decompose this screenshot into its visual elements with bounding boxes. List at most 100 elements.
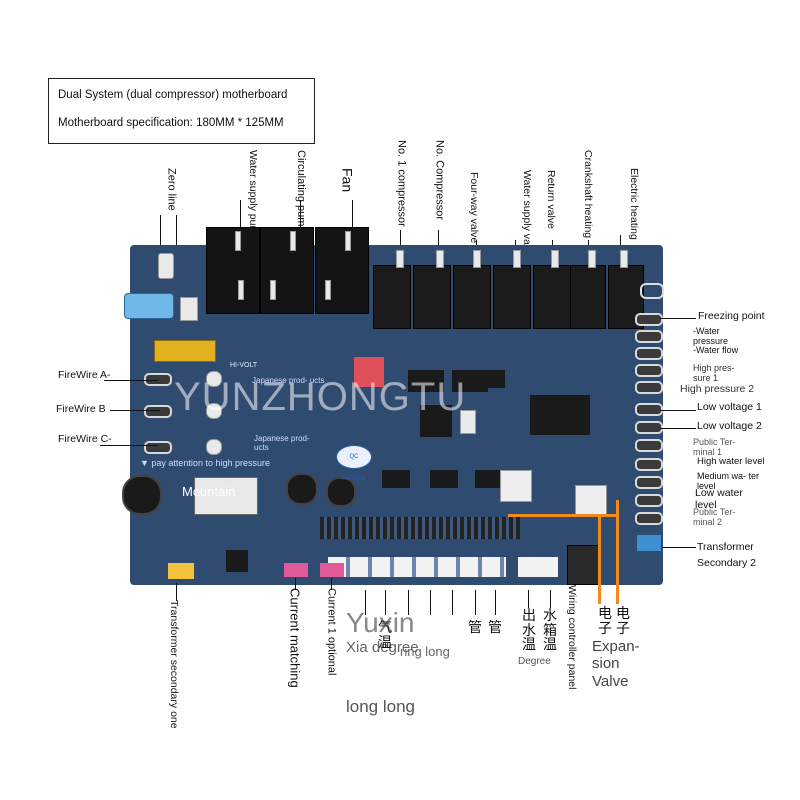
japanese-products-1: Japanese prod- ucts: [252, 376, 325, 385]
terminal-medium-water-level: [635, 476, 663, 489]
connector-white: [500, 470, 532, 502]
connector-white: [518, 557, 558, 577]
spade-terminal: [396, 250, 404, 268]
connector: [460, 410, 476, 434]
relay-compressor-1: [373, 265, 411, 329]
ic-chip: [382, 470, 410, 488]
pointer-line: [100, 445, 158, 446]
terminal-low-voltage-1: [635, 403, 663, 416]
label-crankshaft-heating: Crankshaft heating: [582, 150, 595, 239]
pointer-line: [160, 215, 161, 260]
pointer-line: [300, 200, 301, 250]
component: [206, 371, 222, 387]
terminal-public-1: [635, 439, 663, 452]
label-circulating-pump: Circulating pump: [295, 150, 307, 233]
pointer-line: [528, 590, 529, 608]
label-water-supply-valve: Water supply valve: [521, 170, 533, 259]
label-low-voltage-2: Low voltage 2: [697, 420, 762, 432]
pointer-line: [452, 590, 453, 615]
pointer-line: [495, 590, 496, 615]
pointer-line: [660, 410, 696, 411]
current-connector: [284, 563, 308, 577]
voltage-regulator: [226, 550, 248, 572]
label-water-flow: -Water flow: [693, 345, 739, 355]
terminal-firewire-a: [144, 373, 172, 386]
label-freezing-point: Freezing point: [698, 310, 765, 322]
connector-white: [575, 485, 607, 517]
pointer-line: [550, 590, 551, 608]
spade-terminal: [436, 250, 444, 268]
terminal-water-pressure: [635, 330, 663, 343]
chars-outlet-temp: 出水温: [522, 607, 536, 653]
label-transformer-secondary-one: Transformer secondary one: [168, 600, 181, 729]
spade-terminal: [513, 250, 521, 268]
spade-terminal: [588, 250, 596, 268]
mounting-hole: [640, 283, 664, 299]
terminal-low-water-level: [635, 494, 663, 507]
watermark: YUNZHONGTU: [174, 375, 467, 419]
pointer-line: [365, 590, 366, 615]
label-return-valve: Return valve: [545, 170, 558, 229]
pointer-line: [110, 410, 160, 411]
hi-volt-text: HI-VOLT: [230, 362, 258, 369]
relay-four-way-valve: [453, 265, 491, 329]
relay-return-valve: [533, 265, 571, 329]
label-low-water-level: Low water level: [695, 487, 743, 511]
electrolytic-capacitor: [286, 473, 318, 505]
label-current-1-optional: Current 1 optional: [325, 588, 338, 676]
terminal-water-flow: [635, 347, 663, 360]
terminal-freezing-point: [635, 313, 663, 326]
chars-electronic-1: 电子: [598, 605, 612, 636]
spade-terminal: [290, 231, 296, 251]
terminal-high-pressure-2: [635, 381, 663, 394]
transformer-secondary-2-connector: [637, 535, 661, 551]
label-high-water-level: High water level: [697, 456, 765, 467]
terminal-high-pressure-1: [635, 364, 663, 377]
pointer-line: [662, 547, 696, 548]
chars-pipe-1: 管: [468, 619, 482, 635]
orange-wire: [508, 514, 618, 517]
spade-terminal: [238, 280, 244, 300]
label-water-supply-pump: Water supply pump: [247, 150, 259, 241]
pointer-line: [430, 590, 431, 615]
label-no-compressor: No. Compressor: [433, 140, 446, 221]
label-current-matching: Current matching: [287, 588, 303, 688]
pointer-line: [660, 428, 696, 429]
chars-tank-temp: 水箱温: [543, 607, 557, 653]
spec-box: Dual System (dual compressor) motherboar…: [48, 78, 315, 144]
spade-terminal: [325, 280, 331, 300]
orange-wire: [616, 500, 619, 604]
ic-chip: [430, 470, 458, 488]
label-high-pressure-1: High pres- sure 1: [693, 363, 735, 383]
fuse: [124, 293, 174, 319]
relay-circulating-pump: [260, 227, 314, 314]
label-degree: Degree: [518, 656, 551, 667]
terminal-firewire-b: [144, 405, 172, 418]
spade-terminal: [620, 250, 628, 268]
chars-electronic-2: 电子: [616, 605, 630, 636]
circuit-board: QC PASSED Mountain ▼ pay attention to hi…: [122, 227, 664, 585]
relay-compressor-2: [413, 265, 451, 329]
electrolytic-capacitor: [326, 477, 356, 507]
label-public-terminal-1: Public Ter- minal 1: [693, 437, 736, 457]
pointer-line: [331, 578, 332, 590]
pointer-line: [240, 200, 241, 250]
ic-chip: [475, 370, 505, 388]
relay-crankshaft-heating: [570, 265, 606, 329]
pointer-line: [408, 590, 409, 615]
terminal-firewire-c: [144, 441, 172, 454]
zero-line-terminal: [158, 253, 174, 279]
japanese-products-2: Japanese prod- ucts: [254, 434, 310, 452]
label-low-voltage-1: Low voltage 1: [697, 401, 762, 413]
transformer-connector: [168, 563, 194, 579]
qc-sticker: QC PASSED: [336, 445, 372, 482]
board-spec: Motherboard specification: 180MM * 125MM: [58, 117, 284, 129]
label-wiring-controller-panel: Wiring controller panel: [566, 585, 579, 690]
chars-temp: 气温: [378, 619, 392, 650]
pointer-line: [104, 380, 158, 381]
label-xia-degree: Xia degree: [346, 639, 419, 656]
header-pins: [320, 517, 520, 539]
spade-terminal: [270, 280, 276, 300]
terminal-low-voltage-2: [635, 421, 663, 434]
spade-terminal: [235, 231, 241, 251]
